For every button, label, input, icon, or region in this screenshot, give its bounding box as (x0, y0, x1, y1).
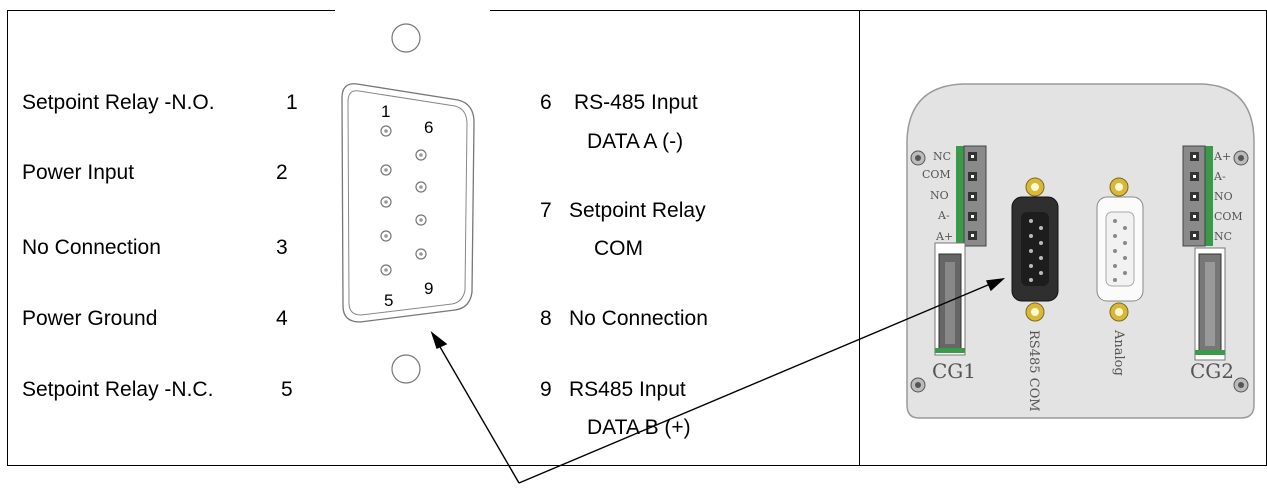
arrow-to-connector (435, 339, 520, 484)
mount-hole-top (391, 23, 421, 53)
pin4-label: Power Ground (22, 307, 158, 330)
pin6-label-line1: RS-485 Input (574, 91, 698, 114)
pin6-label-line2: DATA A (-) (587, 130, 684, 153)
pin8-label: No Connection (569, 307, 708, 330)
cable-gland-right: CG2 (1190, 247, 1234, 383)
pin5-label: Setpoint Relay -N.C. (22, 378, 214, 401)
term-left-3: NO (930, 189, 949, 202)
pin1-number: 1 (286, 91, 298, 114)
pin7-number: 7 (540, 199, 552, 222)
panel-divider (859, 10, 860, 466)
connector-shell-outer (341, 83, 475, 323)
rs485-com-port: RS485 COM (1011, 177, 1059, 412)
term-left-2: COM (922, 168, 951, 181)
pin1-label: Setpoint Relay -N.O. (22, 91, 215, 114)
pin2-label: Power Input (22, 161, 135, 184)
pin4-number: 4 (276, 307, 288, 330)
pin2-number: 2 (276, 161, 288, 184)
faceplate-screws (910, 150, 1249, 393)
term-left-1: NC (933, 150, 951, 163)
connector-pin5-label: 5 (384, 291, 393, 310)
analog-label: Analog (1111, 329, 1126, 376)
term-right-2: A- (1213, 170, 1226, 183)
device-faceplate: NC COM NO A- A+ A+ A- NO COM NC CG (906, 83, 1255, 419)
terminal-block-left: NC COM NO A- A+ (922, 145, 987, 247)
db9-connector: 1 6 9 5 (341, 23, 475, 384)
arrow-to-com-port (518, 281, 996, 484)
arrowhead-com-port (985, 278, 1006, 292)
connector-pin1-label: 1 (381, 102, 390, 121)
terminal-block-right: A+ A- NO COM NC (1182, 145, 1243, 247)
pin5-number: 5 (281, 378, 293, 401)
mount-hole-bottom (391, 354, 421, 384)
pin9-number: 9 (540, 378, 552, 401)
term-left-5: A+ (935, 230, 953, 243)
cable-gland-left: CG1 (932, 242, 976, 383)
connector-pin9-label: 9 (424, 279, 433, 298)
pin8-number: 8 (540, 307, 552, 330)
term-right-3: NO (1214, 190, 1233, 203)
term-right-4: COM (1214, 210, 1243, 223)
faceplate-body (906, 83, 1255, 419)
pin9-label-line1: RS485 Input (569, 378, 686, 401)
rs485-com-label: RS485 COM (1026, 330, 1041, 412)
term-right-5: NC (1214, 230, 1232, 243)
pin7-label-line1: Setpoint Relay (569, 199, 706, 222)
arrowhead-connector (430, 331, 448, 349)
pointer-arrows (430, 278, 1006, 484)
border-gap (335, 5, 490, 14)
cg1-label: CG1 (932, 359, 976, 383)
connector-shell-inner (347, 90, 468, 316)
term-right-1: A+ (1213, 150, 1231, 163)
connector-pin6-label: 6 (424, 118, 433, 137)
pin7-label-line2: COM (594, 237, 643, 260)
cg2-label: CG2 (1190, 359, 1234, 383)
analog-port: Analog (1096, 177, 1144, 376)
pin6-number: 6 (540, 91, 552, 114)
pin3-number: 3 (276, 236, 288, 259)
pin3-label: No Connection (22, 236, 161, 259)
term-left-4: A- (937, 209, 950, 222)
